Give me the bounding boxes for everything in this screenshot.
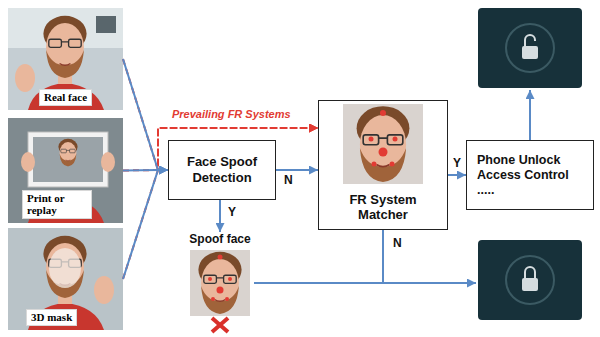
node-text: 3D mask	[26, 309, 77, 326]
real-face-photo	[96, 16, 116, 33]
node-text: FR System Matcher	[337, 192, 429, 223]
unlocked-icon	[478, 8, 582, 88]
mask-attack-photo	[43, 236, 86, 298]
reject-cross	[212, 318, 228, 332]
photo-panel: Real face	[8, 8, 123, 110]
locked-icon	[478, 240, 582, 320]
locked-icon	[506, 256, 554, 304]
reject-cross	[212, 318, 228, 332]
process-box: Face Spoof Detection	[168, 140, 276, 200]
locked-icon	[478, 240, 582, 320]
flow-arrow	[123, 59, 168, 170]
matcher-box: FR System Matcher	[318, 100, 448, 230]
real-face-photo	[15, 64, 35, 92]
flow-arrow	[219, 200, 221, 232]
lock-arrows	[529, 90, 531, 140]
spoof-face-image	[198, 252, 241, 314]
branch-label: N	[391, 236, 404, 250]
real-face-photo	[43, 16, 86, 78]
spoof-face-image	[190, 250, 250, 316]
real-face-photo	[8, 8, 123, 110]
real-face-photo	[28, 83, 104, 110]
branch-label: Y	[451, 156, 463, 170]
matched-face-image	[380, 110, 386, 116]
photo-panel: Print or replay	[8, 118, 123, 223]
connector-group	[123, 59, 466, 279]
matched-face-image	[379, 148, 388, 157]
photo-panel: 3D mask	[8, 228, 123, 330]
node-text: Print or replay	[22, 190, 92, 219]
print-attack-photo	[8, 118, 123, 223]
unlocked-icon	[506, 24, 554, 72]
print-attack-photo	[101, 152, 115, 172]
unlocked-icon	[522, 46, 538, 59]
spoof-face-image	[225, 297, 229, 301]
node-text: Real face	[39, 89, 92, 106]
unlocked-icon	[525, 35, 535, 46]
matched-face-image	[369, 137, 374, 142]
node-text: Spoof face	[189, 232, 250, 246]
spoof-face-image	[228, 277, 232, 281]
flow-arrow	[276, 169, 318, 171]
mask-attack-photo	[8, 228, 123, 330]
print-attack-photo	[33, 137, 103, 182]
matched-face-image	[343, 104, 423, 184]
matched-face-image	[393, 137, 398, 142]
mask-attack-photo	[94, 276, 114, 304]
spoof-face-image	[190, 250, 250, 316]
spoof-face-image	[218, 255, 223, 260]
branch-label: N	[282, 173, 295, 187]
print-attack-photo	[8, 118, 123, 223]
output-box: Phone Unlock Access Control .....	[466, 140, 594, 210]
mask-attack-photo	[49, 248, 81, 288]
spoof-face-image	[208, 277, 212, 281]
annotation-label: Prevailing FR Systems	[170, 107, 293, 121]
node-text: Phone Unlock Access Control .....	[477, 153, 577, 198]
lock-arrows	[254, 282, 383, 284]
spoof-face-image	[217, 287, 224, 294]
locked-icon	[522, 278, 538, 291]
flow-arrow	[123, 170, 168, 279]
branch-label: Y	[226, 205, 238, 219]
matched-face-image	[357, 106, 410, 182]
spoof-face-panel: Spoof face	[185, 232, 255, 248]
lock-arrows	[383, 230, 476, 283]
unlocked-icon	[478, 8, 582, 88]
print-attack-photo	[21, 152, 35, 172]
print-attack-photo	[58, 139, 77, 167]
mask-attack-photo	[8, 228, 123, 330]
locked-icon	[525, 267, 535, 278]
bypass-arrow	[123, 59, 318, 170]
matched-face-image	[372, 162, 377, 167]
spoof-face-image	[211, 297, 215, 301]
matched-face-image	[343, 104, 423, 184]
flow-arrow	[448, 174, 466, 176]
real-face-photo	[8, 8, 123, 110]
reject-cross	[212, 318, 228, 332]
print-attack-photo	[28, 132, 108, 187]
node-text: Face Spoof Detection	[176, 154, 268, 185]
matched-face-image	[390, 162, 395, 167]
